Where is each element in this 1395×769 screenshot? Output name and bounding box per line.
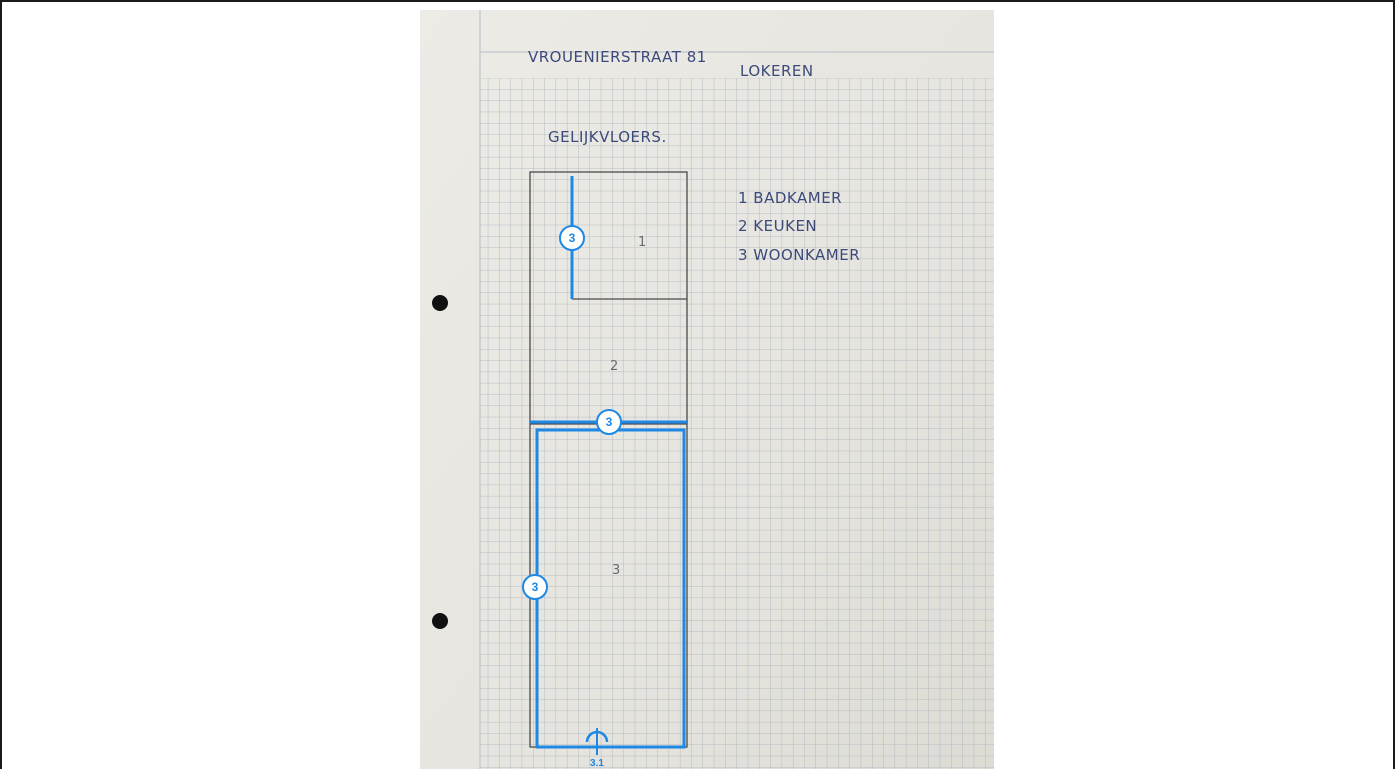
room-label-2: 2: [610, 359, 618, 374]
wall-badge-left-label: 3: [532, 580, 539, 594]
legend-item-3: 3 WOONKAMER: [738, 246, 860, 264]
point-marker[interactable]: 3.1: [585, 728, 609, 769]
point-marker-label: 3.1: [590, 758, 604, 769]
wall-badge-top-label: 3: [569, 231, 576, 245]
sketch-canvas: VROUENIERSTRAAT 81 LOKEREN GELIJKVLOERS.…: [420, 10, 994, 769]
floor-heading: GELIJKVLOERS.: [548, 128, 667, 146]
binder-hole-bottom: [432, 613, 448, 629]
legend-item-2: 2 KEUKEN: [738, 217, 817, 235]
wall-badge-top[interactable]: 3: [559, 225, 585, 251]
legend-item-1: 1 BADKAMER: [738, 189, 842, 207]
wall-outline-living-room[interactable]: [535, 428, 686, 749]
binder-hole-top: [432, 295, 448, 311]
address-line-2: LOKEREN: [740, 62, 814, 80]
address-line-1: VROUENIERSTRAAT 81: [528, 48, 707, 66]
wall-badge-middle-label: 3: [606, 415, 613, 429]
wall-badge-middle[interactable]: 3: [596, 409, 622, 435]
room-label-3: 3: [612, 563, 620, 578]
wall-badge-left[interactable]: 3: [522, 574, 548, 600]
room-label-1: 1: [638, 235, 646, 250]
sketch-photo[interactable]: VROUENIERSTRAAT 81 LOKEREN GELIJKVLOERS.…: [420, 10, 994, 769]
